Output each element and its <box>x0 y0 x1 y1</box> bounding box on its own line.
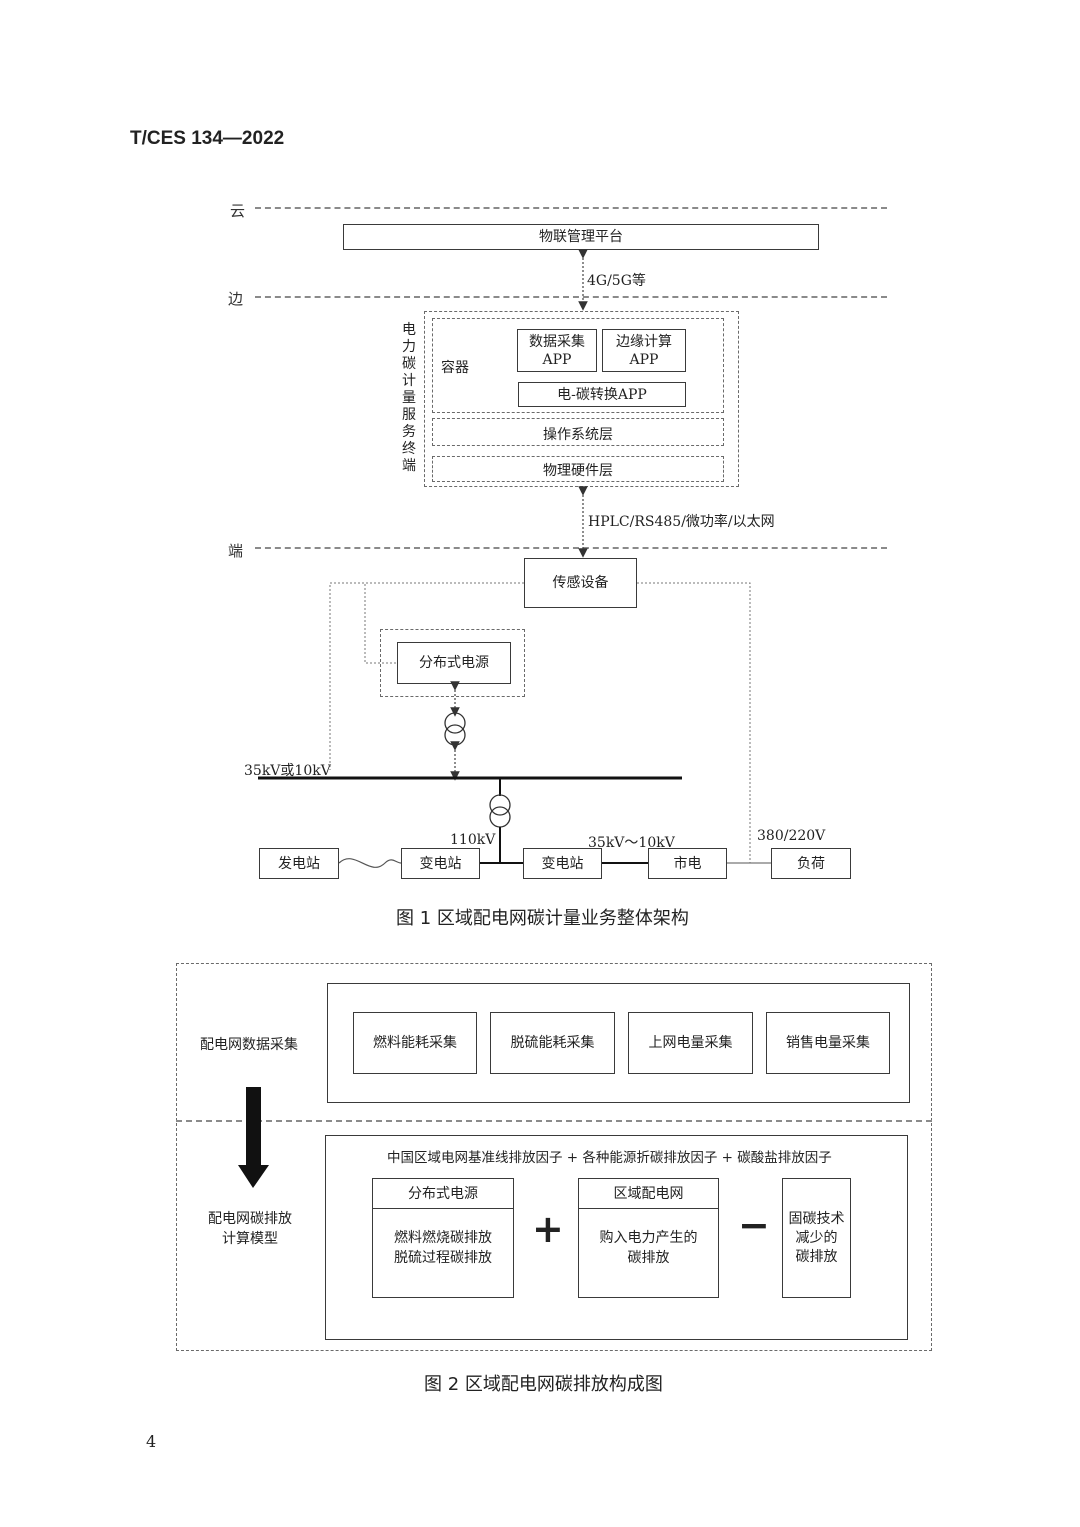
voltage-35-10-label: 35kV～10kV <box>588 835 675 851</box>
distributed-source-box: 分布式电源 <box>397 642 511 684</box>
grid-power-collect-box: 上网电量采集 <box>628 1012 753 1074</box>
zone-end-label: 端 <box>228 542 244 560</box>
regional-grid-title: 区域配电网 <box>579 1179 718 1209</box>
row2-label-line1: 配电网碳排放 <box>208 1211 292 1227</box>
end-divider <box>255 547 887 549</box>
edge-compute-app-line1: 边缘计算 <box>616 333 672 350</box>
fuel-collect-box: 燃料能耗采集 <box>353 1012 477 1074</box>
city-power-box: 市电 <box>648 848 727 879</box>
city-power-label: 市电 <box>673 855 702 872</box>
hw-layer-label: 物理硬件层 <box>543 463 613 479</box>
carbon-fixation-line1: 固碳技术 <box>788 1210 845 1227</box>
power-plant-box: 发电站 <box>259 848 339 879</box>
carbon-fixation-line2: 减少的 <box>795 1229 838 1246</box>
substation-2-label: 变电站 <box>541 855 584 872</box>
data-collect-app-line2: APP <box>542 351 572 368</box>
container-label: 容器 <box>441 360 469 376</box>
distributed-component-title: 分布式电源 <box>373 1179 513 1209</box>
row1-label: 配电网数据采集 <box>200 1037 298 1053</box>
iot-platform-label: 物联管理平台 <box>539 229 623 245</box>
regional-grid-body: 购入电力产生的 碳排放 <box>579 1209 718 1268</box>
link-bottom-label: HPLC/RS485/微功率/以太网 <box>588 514 775 530</box>
sales-power-collect-label: 销售电量采集 <box>786 1035 870 1051</box>
fuel-collect-label: 燃料能耗采集 <box>373 1035 457 1051</box>
sensor-label: 传感设备 <box>552 575 609 591</box>
document-code: T/CES 134—2022 <box>130 128 285 149</box>
load-label: 负荷 <box>797 855 825 872</box>
desulfur-collect-label: 脱硫能耗采集 <box>510 1035 595 1051</box>
carbon-fixation-box: 固碳技术 减少的 碳排放 <box>782 1178 851 1298</box>
container-box <box>432 318 724 413</box>
link-top-label: 4G/5G等 <box>587 273 646 289</box>
substation-1-box: 变电站 <box>401 848 480 879</box>
edge-compute-app-line2: APP <box>629 351 659 368</box>
os-layer-box <box>432 418 724 446</box>
figure-2-row-divider <box>176 1120 932 1122</box>
load-box: 负荷 <box>771 848 851 879</box>
bus-voltage-label: 35kV或10kV <box>244 763 331 779</box>
power-plant-label: 发电站 <box>278 855 320 872</box>
edge-compute-app-box: 边缘计算 APP <box>602 329 686 372</box>
data-collect-app-line1: 数据采集 <box>529 333 585 350</box>
edge-divider <box>255 296 887 298</box>
voltage-380-label: 380/220V <box>757 828 826 844</box>
hw-layer-box <box>432 456 724 482</box>
figure-1-caption: 图 1 区域配电网碳计量业务整体架构 <box>396 908 689 929</box>
iot-platform-box: 物联管理平台 <box>343 224 819 250</box>
zone-edge-label: 边 <box>228 290 244 308</box>
distributed-body-line2: 脱硫过程碳排放 <box>394 1250 492 1266</box>
figure-2-caption: 图 2 区域配电网碳排放构成图 <box>424 1374 663 1395</box>
figure-2-frame <box>176 963 932 1351</box>
os-layer-label: 操作系统层 <box>543 427 613 443</box>
plus-sign: + <box>532 1207 564 1251</box>
data-collect-app-box: 数据采集 APP <box>517 329 597 372</box>
distributed-body-line1: 燃料燃烧碳排放 <box>394 1230 492 1246</box>
minus-sign: − <box>738 1203 770 1247</box>
terminal-vertical-label: 电力碳计量服务终端 <box>402 322 416 474</box>
substation-2-box: 变电站 <box>523 848 602 879</box>
substation-1-label: 变电站 <box>419 855 462 872</box>
row2-label: 配电网碳排放 计算模型 <box>208 1208 292 1248</box>
sales-power-collect-box: 销售电量采集 <box>766 1012 890 1074</box>
voltage-110-label: 110kV <box>450 832 496 848</box>
distributed-component-box: 分布式电源 燃料燃烧碳排放 脱硫过程碳排放 <box>372 1178 514 1298</box>
regional-grid-body-line1: 购入电力产生的 <box>599 1230 698 1246</box>
zone-cloud-label: 云 <box>230 202 246 220</box>
distributed-source-label: 分布式电源 <box>419 655 489 671</box>
carbon-convert-app-label: 电-碳转换APP <box>557 386 647 403</box>
formula-text: 中国区域电网基准线排放因子 + 各种能源折碳排放因子 + 碳酸盐排放因子 <box>387 1150 832 1166</box>
cloud-divider <box>255 207 887 209</box>
carbon-fixation-line3: 碳排放 <box>795 1248 838 1265</box>
carbon-convert-app-box: 电-碳转换APP <box>518 382 686 407</box>
distributed-component-body: 燃料燃烧碳排放 脱硫过程碳排放 <box>373 1209 513 1268</box>
desulfur-collect-box: 脱硫能耗采集 <box>490 1012 615 1074</box>
regional-grid-box: 区域配电网 购入电力产生的 碳排放 <box>578 1178 719 1298</box>
regional-grid-body-line2: 碳排放 <box>627 1250 670 1266</box>
row2-label-line2: 计算模型 <box>222 1231 278 1247</box>
sensor-box: 传感设备 <box>524 558 637 608</box>
grid-power-collect-label: 上网电量采集 <box>648 1035 733 1051</box>
page-number: 4 <box>146 1432 157 1451</box>
